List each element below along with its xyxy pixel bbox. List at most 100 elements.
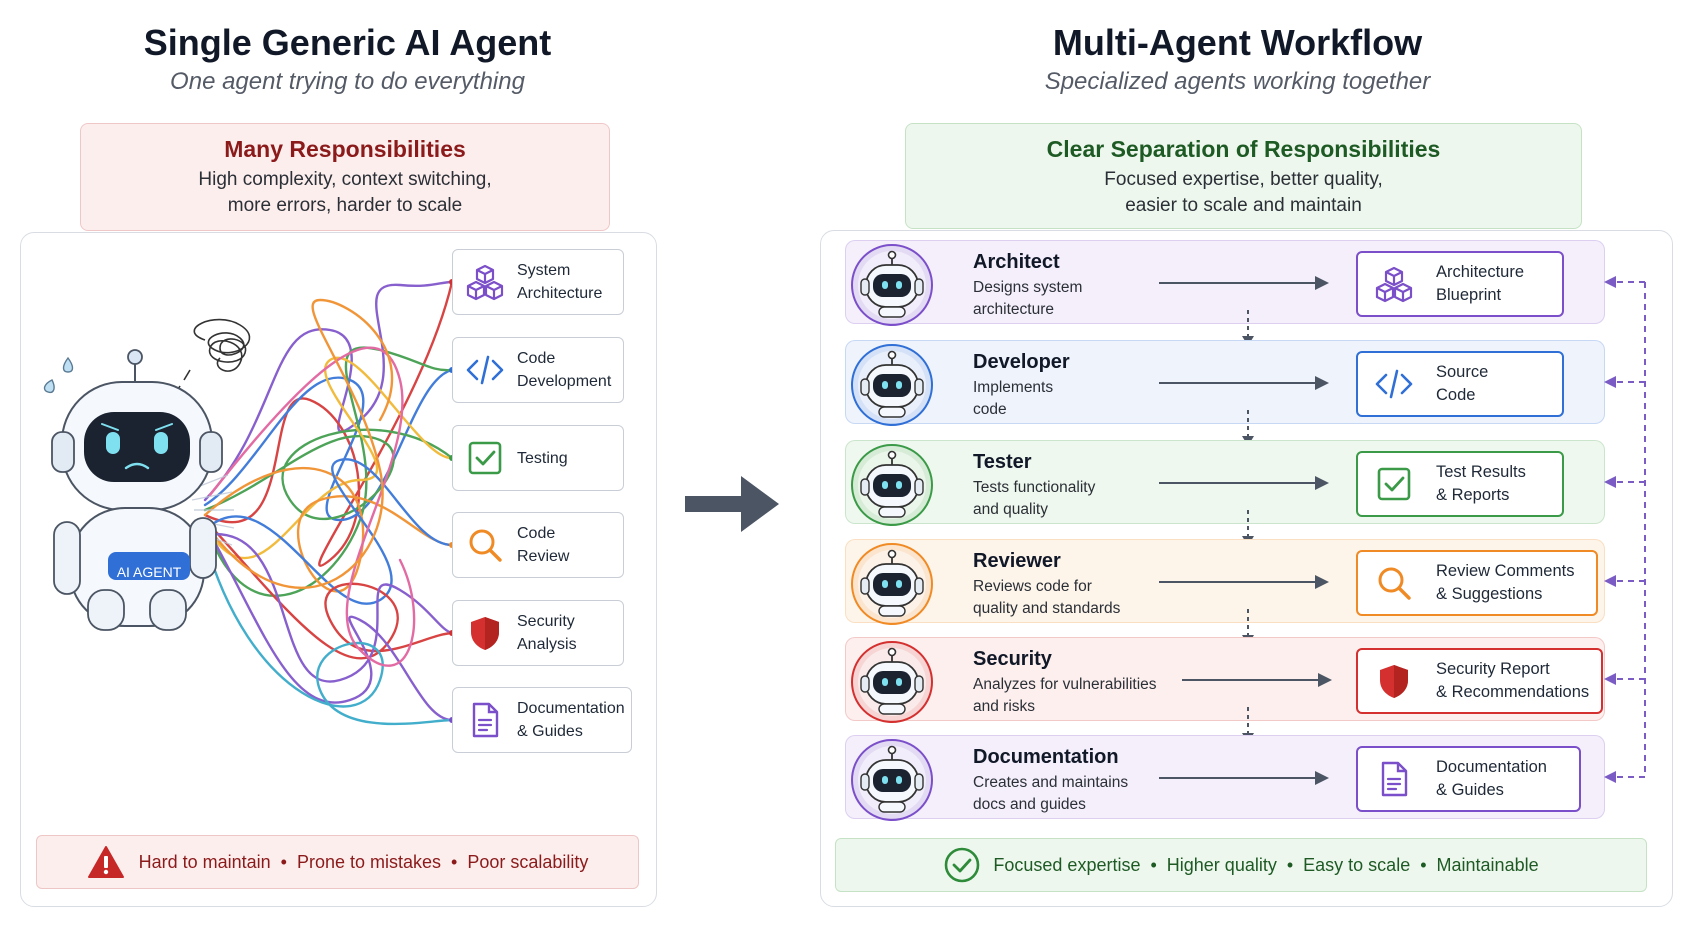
resp-card-review: Code Review xyxy=(452,512,624,578)
tangle-line-docs xyxy=(203,523,454,722)
resp-card-testing: Testing xyxy=(452,425,624,491)
footer-separator: • xyxy=(280,851,287,872)
agent-description: Implements code xyxy=(973,379,1054,418)
agent-description: Creates and maintains docs and guides xyxy=(973,774,1129,813)
agent-row-architect: Architect Designs system architecture Ar… xyxy=(845,240,1605,326)
right-banner-text: Focused expertise, better quality, easie… xyxy=(1104,169,1383,216)
code-icon xyxy=(1372,362,1416,406)
footer-separator: • xyxy=(1150,854,1157,875)
code-icon xyxy=(463,348,507,392)
agent-row-reviewer: Reviewer Reviews code for quality and st… xyxy=(845,539,1605,625)
agent-name: Developer xyxy=(973,351,1070,373)
document-icon xyxy=(463,698,507,742)
magnifier-icon xyxy=(1372,561,1416,605)
agent-name: Architect xyxy=(973,251,1060,273)
agent-name: Security xyxy=(973,648,1052,670)
tangle-line-architecture-b xyxy=(203,280,454,567)
agent-row-security: Security Analyzes for vulnerabilities an… xyxy=(845,637,1605,723)
left-footer-item: Poor scalability xyxy=(467,851,589,872)
resp-card-security: Security Analysis xyxy=(452,600,624,666)
agent-name: Documentation xyxy=(973,746,1119,768)
output-label: Review Comments & Suggestions xyxy=(1436,562,1575,603)
resp-label: Code Review xyxy=(517,525,570,565)
left-title: Single Generic AI Agent xyxy=(143,22,552,63)
agent-row-documentation: Documentation Creates and maintains docs… xyxy=(845,735,1605,821)
tangle-line-review-b xyxy=(203,458,454,605)
robot-avatar-icon xyxy=(848,640,938,723)
flow-arrow-icon xyxy=(1159,476,1329,490)
agent-description: Tests functionality and quality xyxy=(973,479,1096,518)
left-footer-item: Prone to mistakes xyxy=(296,851,442,872)
output-label: Source Code xyxy=(1436,363,1489,404)
output-label: Security Report & Recommendations xyxy=(1436,660,1590,701)
robot-avatar-icon xyxy=(848,443,938,526)
left-banner-text: High complexity, context switching, more… xyxy=(198,169,492,216)
right-footer-item: Focused expertise xyxy=(993,854,1141,875)
shield-icon xyxy=(1372,659,1416,703)
resp-card-architecture: System Architecture xyxy=(452,249,624,315)
flow-arrow-icon xyxy=(1159,276,1329,290)
resp-card-docs: Documentation & Guides xyxy=(452,687,632,753)
robot-avatar-icon xyxy=(848,738,938,821)
right-title: Multi-Agent Workflow xyxy=(1052,22,1423,63)
flow-arrow-icon xyxy=(1159,575,1329,589)
shield-icon xyxy=(463,611,507,655)
sweat-drops-icon xyxy=(43,356,74,394)
document-icon xyxy=(1372,757,1416,801)
tangle-line-testing-b xyxy=(203,356,454,560)
agent-description: Reviews code for quality and standards xyxy=(973,578,1121,617)
left-footer-item: Hard to maintain xyxy=(138,851,271,872)
tangle-line-extra-b xyxy=(208,298,394,590)
warning-icon xyxy=(87,846,124,878)
resp-label: System Architecture xyxy=(517,262,603,302)
right-footer-item: Maintainable xyxy=(1436,854,1539,875)
output-label: Test Results & Reports xyxy=(1436,463,1526,504)
footer-separator: • xyxy=(451,851,458,872)
robot-avatar-icon xyxy=(848,542,938,625)
tangle-line-development xyxy=(203,368,454,522)
tangle-line-docs-b xyxy=(203,538,454,726)
output-label: Documentation & Guides xyxy=(1436,758,1547,799)
output-label: Architecture Blueprint xyxy=(1436,263,1525,304)
tangle-line-development-b xyxy=(203,346,454,597)
right-subtitle: Specialized agents working together xyxy=(1044,68,1431,95)
right-footer-item: Easy to scale xyxy=(1303,854,1411,875)
output-card-security: Security Report & Recommendations xyxy=(1356,648,1603,714)
flow-arrow-icon xyxy=(1159,771,1329,785)
check-icon xyxy=(1372,462,1416,506)
transition-arrow-icon xyxy=(685,476,779,532)
robot-avatar-icon xyxy=(848,243,938,326)
resp-label: Documentation & Guides xyxy=(517,700,625,740)
output-card-documentation: Documentation & Guides xyxy=(1356,746,1581,812)
left-banner-title: Many Responsibilities xyxy=(224,136,466,162)
agent-name: Reviewer xyxy=(973,550,1061,572)
output-card-tester: Test Results & Reports xyxy=(1356,451,1564,517)
left-banner: Many Responsibilities High complexity, c… xyxy=(80,123,610,231)
resp-card-development: Code Development xyxy=(452,337,624,403)
robot-avatar-icon xyxy=(848,343,938,426)
resp-label: Testing xyxy=(517,449,568,467)
output-card-reviewer: Review Comments & Suggestions xyxy=(1356,550,1598,616)
agent-description: Designs system architecture xyxy=(973,279,1083,318)
cubes-icon xyxy=(1372,262,1416,306)
right-footer: Focused expertise • Higher quality • Eas… xyxy=(835,838,1647,892)
footer-separator: • xyxy=(1420,854,1427,875)
tangle-line-architecture xyxy=(203,280,454,502)
output-card-architect: Architecture Blueprint xyxy=(1356,251,1564,317)
resp-label: Code Development xyxy=(517,350,612,390)
magnifier-icon xyxy=(463,523,507,567)
check-icon xyxy=(463,436,507,480)
agent-row-developer: Developer Implements code Source Code xyxy=(845,340,1605,426)
agent-row-tester: Tester Tests functionality and quality T… xyxy=(845,440,1605,526)
confused-robot-icon xyxy=(43,318,251,631)
cubes-icon xyxy=(463,260,507,304)
output-card-developer: Source Code xyxy=(1356,351,1564,417)
check-circle-icon xyxy=(945,847,980,883)
right-banner-title: Clear Separation of Responsibilities xyxy=(1046,136,1441,162)
right-footer-item: Higher quality xyxy=(1166,854,1277,875)
agent-description: Analyzes for vulnerabilities and risks xyxy=(973,676,1157,715)
footer-separator: • xyxy=(1286,854,1294,875)
agent-label: AI AGENT xyxy=(116,564,182,580)
right-banner: Clear Separation of Responsibilities Foc… xyxy=(905,123,1582,229)
